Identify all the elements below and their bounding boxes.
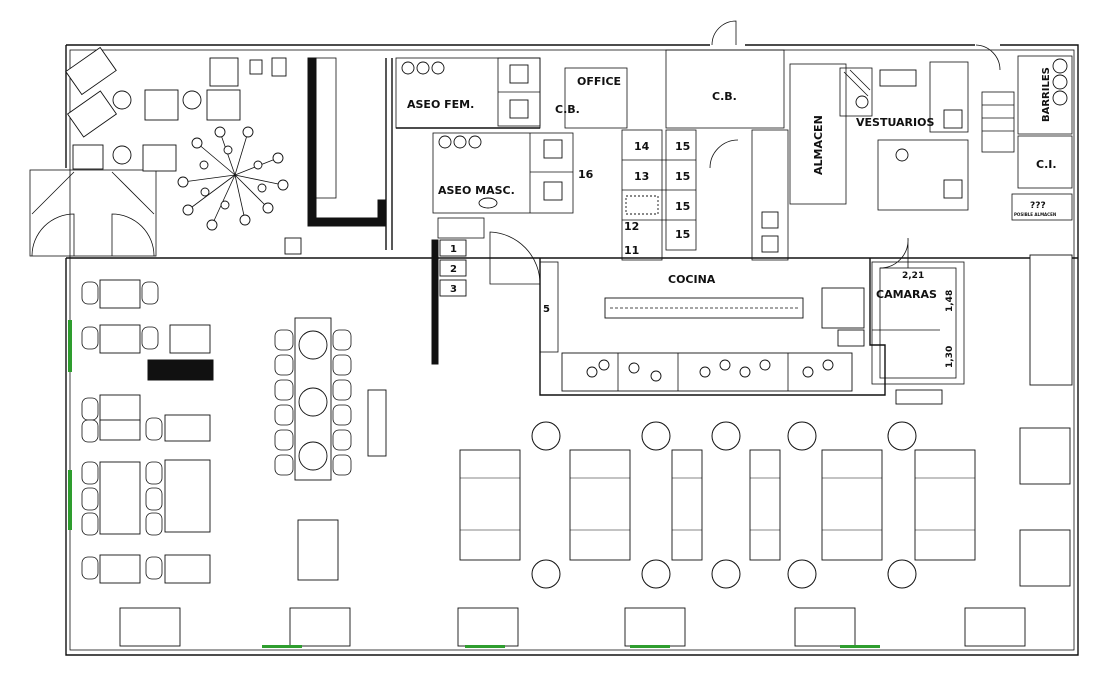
terrace-area xyxy=(65,46,302,255)
kitchen-number-14: 14 xyxy=(634,140,650,153)
kitchen-main: 5 COCINA xyxy=(539,129,886,396)
label-vestuarios: VESTUARIOS xyxy=(856,116,934,129)
storage-lockers: ALMACEN VESTUARIOS BARRILES C.I. ??? POS… xyxy=(789,44,1073,221)
label-almacen: ALMACEN xyxy=(812,115,825,175)
kitchen-number-15c: 15 xyxy=(675,200,690,213)
label-ci: C.I. xyxy=(1036,158,1057,171)
label-cocina: COCINA xyxy=(668,273,716,286)
label-possible-sub: POSIBLE ALMACEN xyxy=(1014,212,1056,217)
kitchen-number-15d: 15 xyxy=(675,228,690,241)
cold-rooms: 2,21 CAMARAS 1,48 1,30 xyxy=(871,237,965,405)
label-camaras: CAMARAS xyxy=(876,288,937,301)
central-booths xyxy=(459,421,976,589)
restrooms: ASEO FEM. ASEO MASC. C.B. 16 xyxy=(395,57,594,214)
label-dim-221: 2,21 xyxy=(902,271,924,281)
kitchen-number-11: 11 xyxy=(624,244,639,257)
label-cb-left: C.B. xyxy=(555,103,580,116)
dining-left xyxy=(68,279,214,584)
kitchen-number-1: 1 xyxy=(450,244,457,255)
label-aseo-fem: ASEO FEM. xyxy=(407,98,474,111)
chandelier xyxy=(177,126,289,231)
kitchen-number-3: 3 xyxy=(450,284,457,295)
kitchen-number-16: 16 xyxy=(578,168,594,181)
dining-right xyxy=(1019,254,1073,587)
label-possible: ??? xyxy=(1030,201,1046,211)
kitchen-number-15a: 15 xyxy=(675,140,690,153)
label-aseo-masc: ASEO MASC. xyxy=(438,184,515,197)
office-kitchen-top: OFFICE C.B. 14 15 13 15 15 12 15 11 xyxy=(564,20,785,261)
kitchen-number-15b: 15 xyxy=(675,170,690,183)
bar-counter xyxy=(307,57,393,250)
label-dim-130: 1,30 xyxy=(945,346,955,368)
label-office: OFFICE xyxy=(577,75,621,88)
label-dim-148: 1,48 xyxy=(945,290,955,312)
kitchen-number-5: 5 xyxy=(543,304,550,315)
stair-storage: 1 2 3 xyxy=(431,217,541,365)
entrance-doors xyxy=(29,169,157,257)
kitchen-number-12: 12 xyxy=(624,220,639,233)
kitchen-number-2: 2 xyxy=(450,264,457,275)
bottom-booths xyxy=(119,607,1026,648)
kitchen-number-13: 13 xyxy=(634,170,649,183)
label-cb-right: C.B. xyxy=(712,90,737,103)
long-table xyxy=(274,317,387,581)
label-barriles: BARRILES xyxy=(1041,67,1052,122)
